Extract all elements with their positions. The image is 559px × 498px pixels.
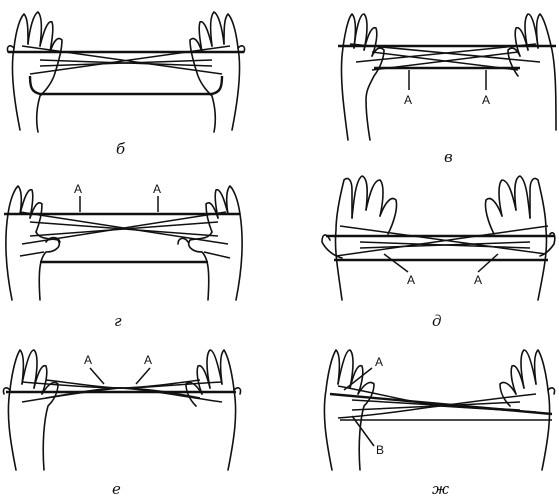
panel-caption: б bbox=[116, 140, 126, 158]
panel-caption: д bbox=[432, 312, 442, 330]
marker-a-left: A bbox=[407, 273, 415, 287]
panel-b: б bbox=[7, 12, 244, 158]
left-hand bbox=[3, 350, 58, 470]
panel-v: A A в bbox=[338, 14, 556, 166]
string bbox=[8, 46, 244, 94]
left-hand bbox=[341, 14, 384, 140]
marker-a-left: A bbox=[74, 182, 82, 196]
left-hand bbox=[322, 176, 397, 300]
marker-a-right: A bbox=[474, 273, 482, 287]
marker-a-right: A bbox=[482, 93, 490, 107]
left-hand bbox=[7, 12, 62, 132]
panel-caption: ж bbox=[432, 480, 449, 498]
string bbox=[326, 226, 554, 272]
string bbox=[6, 368, 236, 402]
panel-d: A A д bbox=[322, 176, 555, 330]
marker-a-right: A bbox=[153, 182, 161, 196]
string bbox=[4, 196, 240, 262]
panel-caption: е bbox=[112, 480, 121, 498]
marker-a-right: A bbox=[144, 353, 152, 367]
panel-zh: A B ж bbox=[324, 350, 554, 498]
marker-a-left: A bbox=[84, 353, 92, 367]
marker-a-left: A bbox=[404, 93, 412, 107]
panel-g: A A г bbox=[4, 182, 242, 330]
panel-caption: г bbox=[114, 312, 122, 330]
panel-e: A A е bbox=[3, 350, 240, 498]
panel-caption: в bbox=[444, 148, 453, 166]
right-hand bbox=[178, 186, 242, 300]
right-hand bbox=[190, 12, 245, 132]
right-hand bbox=[508, 14, 556, 130]
marker-b: B bbox=[376, 443, 384, 457]
right-hand bbox=[186, 350, 241, 470]
right-hand bbox=[485, 176, 554, 300]
marker-a: A bbox=[375, 355, 383, 369]
